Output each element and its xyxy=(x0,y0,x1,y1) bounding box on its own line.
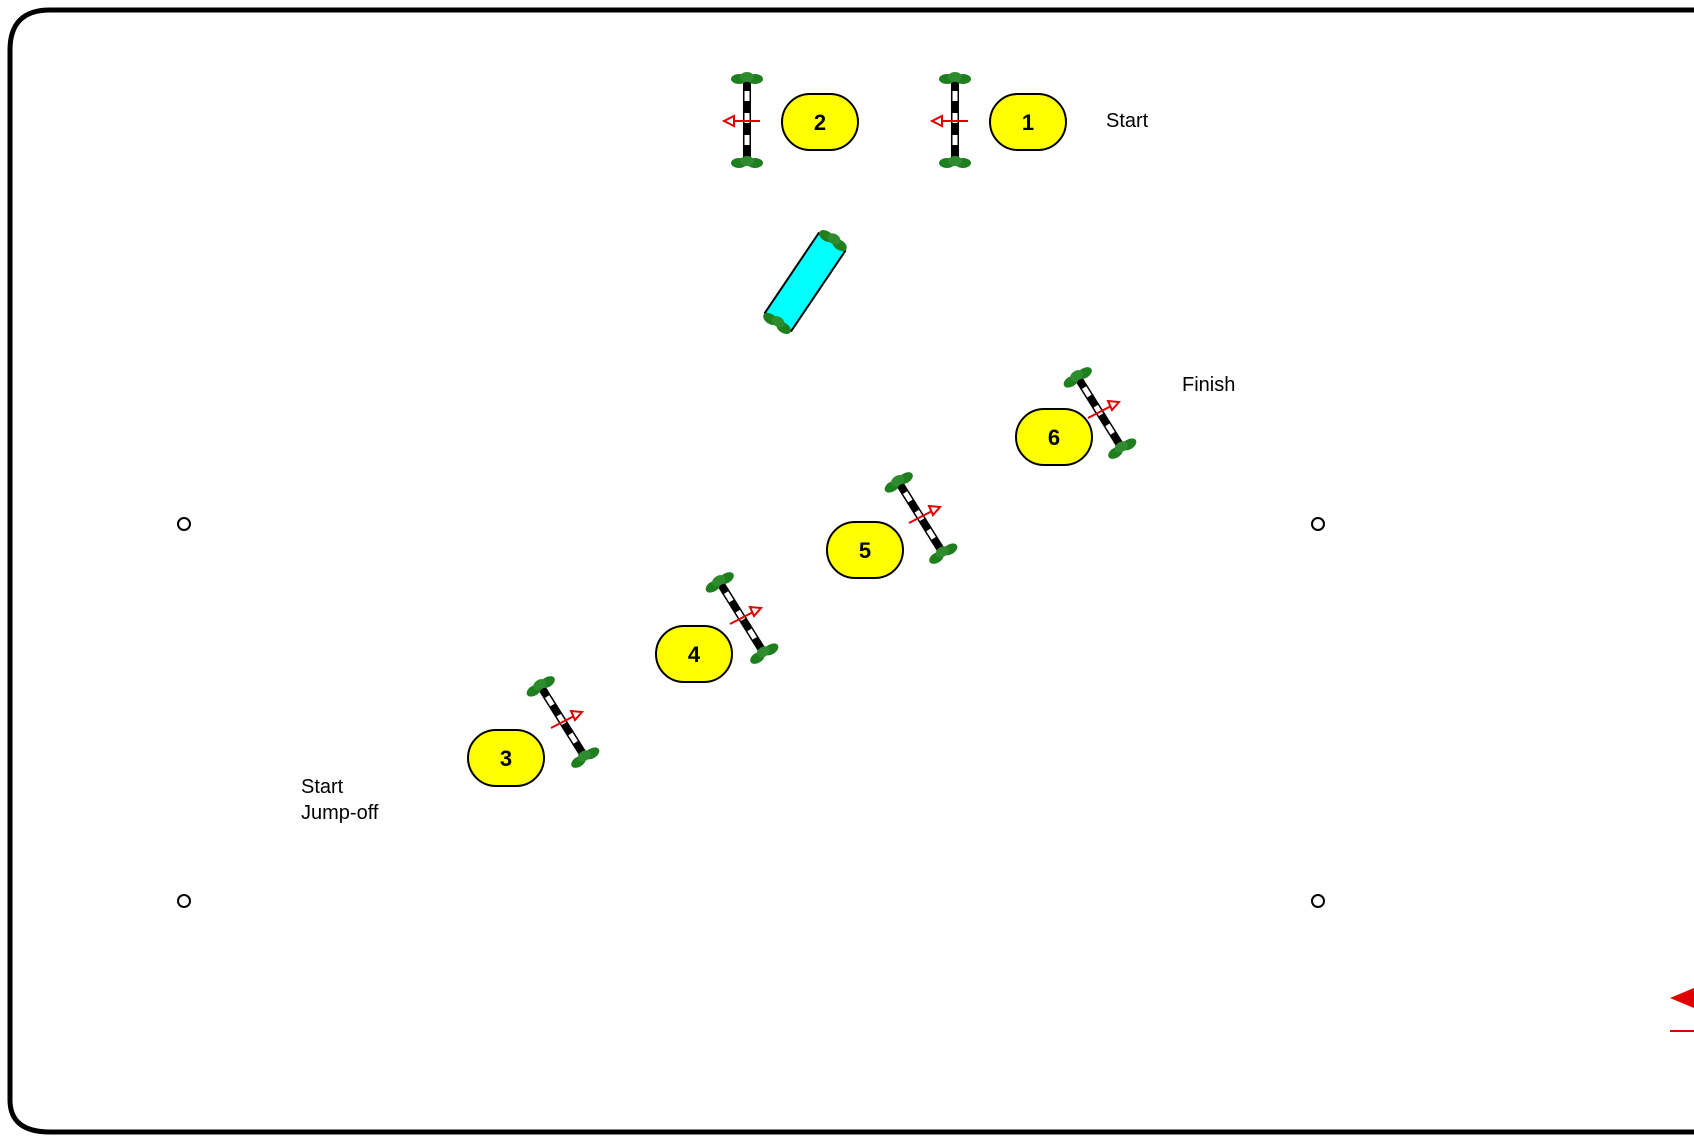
number-badge-6: 6 xyxy=(1015,408,1093,466)
number-badge-1: 1 xyxy=(989,93,1067,151)
obstacle-number: 2 xyxy=(814,110,826,135)
direction-arrow-icon xyxy=(929,114,968,128)
start-label: Start xyxy=(1106,110,1149,132)
direction-arrow-icon xyxy=(550,709,585,729)
obstacle-6 xyxy=(1060,363,1138,461)
direction-arrow-icon xyxy=(908,504,943,524)
obstacle-5 xyxy=(881,468,959,566)
obstacle-4 xyxy=(702,568,780,666)
corner-marker xyxy=(177,894,191,908)
number-badge-2: 2 xyxy=(781,93,859,151)
obstacle-2 xyxy=(721,72,763,168)
entry-arrow-icon xyxy=(1670,988,1694,1032)
number-badge-4: 4 xyxy=(655,625,733,683)
arena-border xyxy=(7,7,1694,1135)
start-jumpoff-label-line2: Jump-off xyxy=(301,802,379,824)
obstacle-1 xyxy=(929,72,971,168)
obstacle-number: 4 xyxy=(688,642,701,667)
obstacle-number: 6 xyxy=(1048,425,1060,450)
direction-arrow-icon xyxy=(721,114,760,128)
number-badge-3: 3 xyxy=(467,729,545,787)
start-jumpoff-label-line1: Start xyxy=(301,776,344,798)
finish-label: Finish xyxy=(1182,374,1236,396)
obstacle-3 xyxy=(523,672,601,770)
direction-arrow-icon xyxy=(1087,399,1122,419)
obstacle-number: 1 xyxy=(1022,110,1034,135)
obstacle-number: 5 xyxy=(859,538,871,563)
corner-marker xyxy=(177,517,191,531)
corner-marker xyxy=(1311,517,1325,531)
corner-marker xyxy=(1311,894,1325,908)
direction-arrow-icon xyxy=(729,605,764,625)
obstacle-number: 3 xyxy=(500,746,512,771)
number-badge-5: 5 xyxy=(826,521,904,579)
water-obstacle xyxy=(760,225,851,337)
